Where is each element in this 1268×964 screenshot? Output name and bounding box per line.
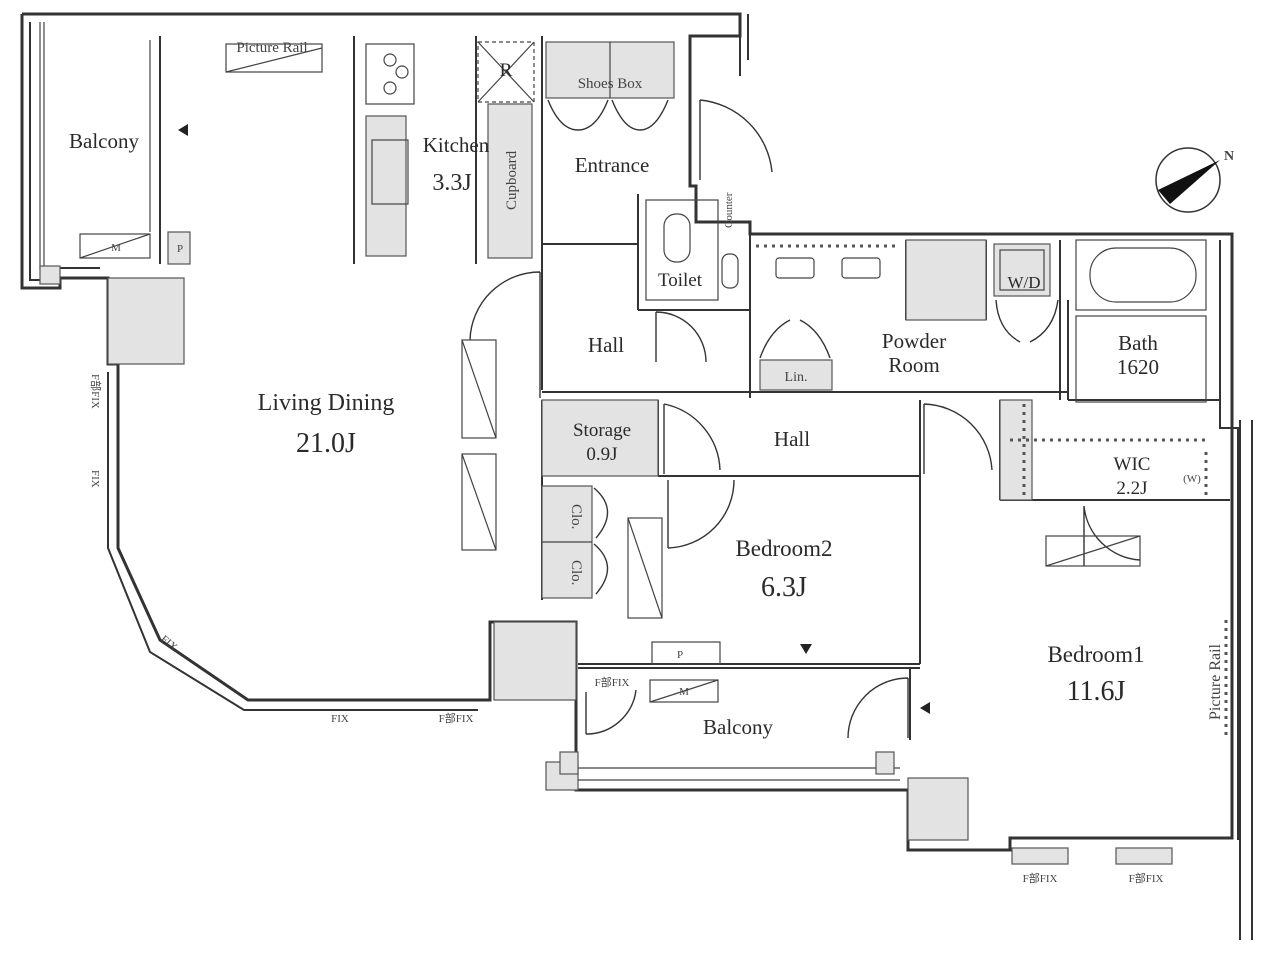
- balcony-nw: Balcony M P: [39, 22, 188, 285]
- fix-bed1-b: F部FIX: [1129, 871, 1164, 885]
- bath-label: Bath: [1118, 331, 1158, 355]
- entrance-area: Shoes Box Entrance: [545, 41, 773, 180]
- section-arrow-icon: [920, 702, 930, 714]
- stove-burner-icon: [383, 53, 397, 67]
- balcony-nw-label: Balcony: [69, 129, 139, 153]
- wic-w-label: (W): [1183, 473, 1201, 485]
- bedroom2-area: Clo. Clo. Bedroom2 6.3J: [541, 479, 833, 654]
- toilet-area: Counter Toilet: [645, 192, 739, 363]
- storage-area-label: 0.9J: [586, 444, 617, 465]
- closet-2-label: Clo.: [568, 560, 584, 585]
- refrigerator-label: R: [500, 60, 513, 81]
- outer-walls: [20, 12, 1253, 940]
- hall-upper-label: Hall: [588, 333, 624, 357]
- counter-label: Counter: [723, 192, 735, 228]
- wd-label: W/D: [1007, 273, 1040, 292]
- powder-room-label-2: Room: [888, 353, 939, 377]
- m-mark-2: M: [679, 686, 689, 698]
- closet-1-label: Clo.: [568, 504, 584, 529]
- bath-area: Bath 1620: [1075, 239, 1207, 403]
- stove-burner-icon: [383, 81, 397, 95]
- fix-bottom-label: FIX: [331, 713, 349, 725]
- cupboard-label: Cupboard: [504, 150, 520, 210]
- fix-bottom-2-label: F部FIX: [439, 711, 474, 725]
- powder-room: Lin. Powder Room W/D: [756, 243, 1059, 391]
- picture-rail-top-label: Picture Rail: [236, 40, 307, 56]
- toilet-label: Toilet: [658, 270, 703, 291]
- compass-icon: N: [1155, 147, 1234, 213]
- kitchen-area: Picture Rail R Cupboard Kitchen 3.3J: [225, 40, 535, 259]
- bedroom1-area: Bedroom1 11.6J Picture Rail F部FIX F部FIX: [920, 620, 1228, 885]
- kitchen-area-label: 3.3J: [432, 170, 471, 196]
- p-mark-1: P: [177, 243, 183, 255]
- powder-room-label-1: Powder: [882, 329, 946, 353]
- balcony-south: P M F部FIX Balcony: [559, 641, 909, 781]
- living-dining-label: Living Dining: [258, 390, 395, 416]
- section-arrow-icon: [178, 124, 188, 136]
- wic-label: WIC: [1114, 454, 1151, 475]
- north-label: N: [1224, 149, 1234, 164]
- living-dining: Living Dining 21.0J F部FIX FIX FIX FIX F部…: [89, 339, 497, 725]
- fix-bed1-a: F部FIX: [1023, 871, 1058, 885]
- wic-area: WIC 2.2J (W): [1010, 404, 1210, 567]
- living-dining-area-label: 21.0J: [296, 428, 356, 459]
- p-mark-2: P: [677, 649, 683, 661]
- m-mark-1: M: [111, 242, 121, 254]
- shoes-box-label: Shoes Box: [578, 76, 643, 92]
- interior-walls: [107, 36, 1230, 740]
- storage-hall: Storage 0.9J Hall: [541, 399, 993, 477]
- stove-burner-icon: [395, 65, 409, 79]
- entrance-label: Entrance: [575, 153, 650, 177]
- wic-area-label: 2.2J: [1116, 478, 1147, 499]
- fix-left-1: F部FIX: [89, 374, 103, 409]
- picture-rail-right-label: Picture Rail: [1207, 643, 1224, 720]
- section-arrow-icon: [800, 644, 812, 654]
- fix-left-2: FIX: [89, 470, 101, 488]
- hall-lower-label: Hall: [774, 427, 810, 451]
- fix-balcony-label: F部FIX: [595, 675, 630, 689]
- bath-size-label: 1620: [1117, 355, 1159, 379]
- hall-upper: Hall: [469, 271, 624, 398]
- bedroom1-label: Bedroom1: [1047, 642, 1144, 667]
- bedroom1-area-label: 11.6J: [1067, 676, 1126, 707]
- kitchen-label: Kitchen: [423, 133, 490, 157]
- storage-label: Storage: [573, 420, 631, 441]
- linen-label: Lin.: [785, 370, 808, 385]
- bedroom2-area-label: 6.3J: [761, 572, 807, 603]
- bedroom2-label: Bedroom2: [735, 536, 832, 561]
- balcony-south-label: Balcony: [703, 715, 773, 739]
